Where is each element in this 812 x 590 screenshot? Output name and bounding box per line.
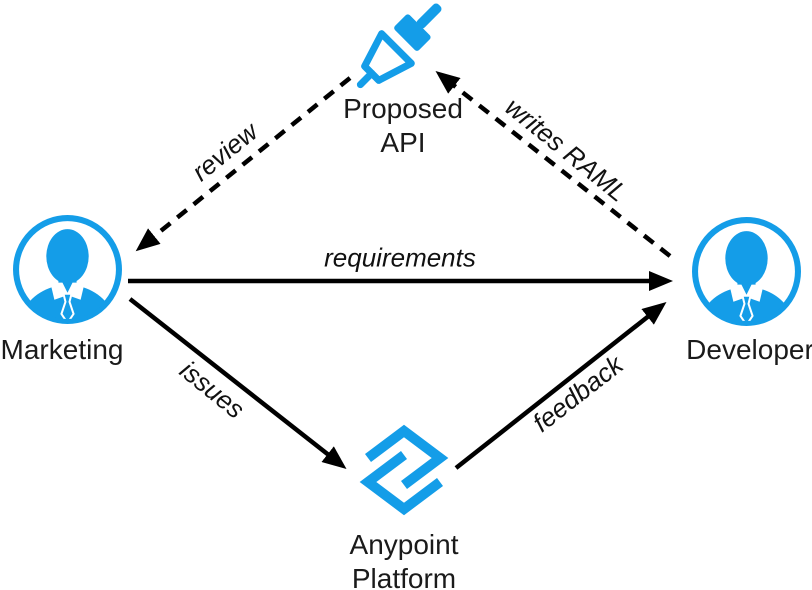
requirements-edge-label: requirements — [324, 242, 476, 273]
plug-connector-icon — [356, 3, 442, 89]
proposed-api-label-line1: Proposed — [343, 93, 463, 124]
feedback-arrow — [454, 301, 667, 470]
review-arrow — [135, 76, 352, 252]
developer-label: Developer — [686, 334, 812, 365]
writes-raml-arrow — [435, 70, 672, 258]
anypoint-label-line1: Anypoint — [349, 529, 459, 560]
anypoint-label-line2: Platform — [351, 563, 457, 590]
proposed-api-label: Proposed API — [343, 92, 463, 160]
anypoint-logo-icon — [359, 424, 449, 516]
issues-arrow — [128, 297, 347, 469]
proposed-api-label-line2: API — [380, 127, 426, 158]
marketing-label: Marketing — [0, 334, 124, 365]
businessman-avatar-icon — [692, 217, 801, 326]
businessman-avatar-icon — [13, 215, 122, 324]
anypoint-platform-label: Anypoint Platform — [350, 528, 459, 590]
